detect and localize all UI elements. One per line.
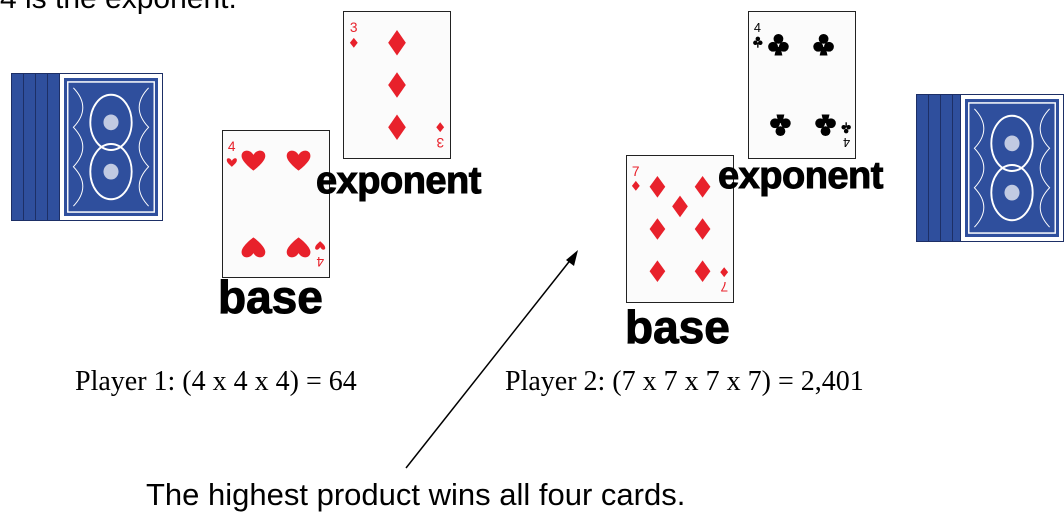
player1-equation: Player 1: (4 x 4 x 4) = 64 bbox=[75, 366, 357, 397]
player2-deck[interactable] bbox=[916, 94, 1064, 244]
svg-text:4: 4 bbox=[754, 20, 761, 35]
player1-exponent-label: exponent bbox=[316, 160, 482, 203]
player1-exponent-card[interactable]: 3 3 bbox=[343, 11, 451, 159]
player1-deck[interactable] bbox=[11, 73, 163, 223]
player1-base-label: base bbox=[218, 271, 324, 324]
card-back bbox=[960, 94, 1064, 242]
heading-text: 4 is the exponent. bbox=[0, 0, 237, 16]
svg-text:7: 7 bbox=[720, 279, 728, 294]
svg-text:4: 4 bbox=[843, 135, 850, 150]
player2-base-label: base bbox=[625, 301, 731, 354]
svg-text:3: 3 bbox=[436, 135, 444, 150]
player1-base-card[interactable]: 4 4 bbox=[222, 130, 330, 278]
card-back bbox=[59, 73, 163, 221]
footer-text: The highest product wins all four cards. bbox=[146, 477, 686, 512]
svg-text:4: 4 bbox=[228, 139, 236, 154]
svg-text:3: 3 bbox=[350, 20, 358, 35]
player2-equation: Player 2: (7 x 7 x 7 x 7) = 2,401 bbox=[505, 366, 864, 397]
player2-base-card[interactable]: 7 7 bbox=[626, 155, 734, 303]
player2-exponent-label: exponent bbox=[718, 155, 884, 198]
player2-exponent-card[interactable]: 4 4 bbox=[748, 11, 856, 159]
svg-text:4: 4 bbox=[316, 254, 324, 269]
svg-text:7: 7 bbox=[632, 164, 640, 179]
